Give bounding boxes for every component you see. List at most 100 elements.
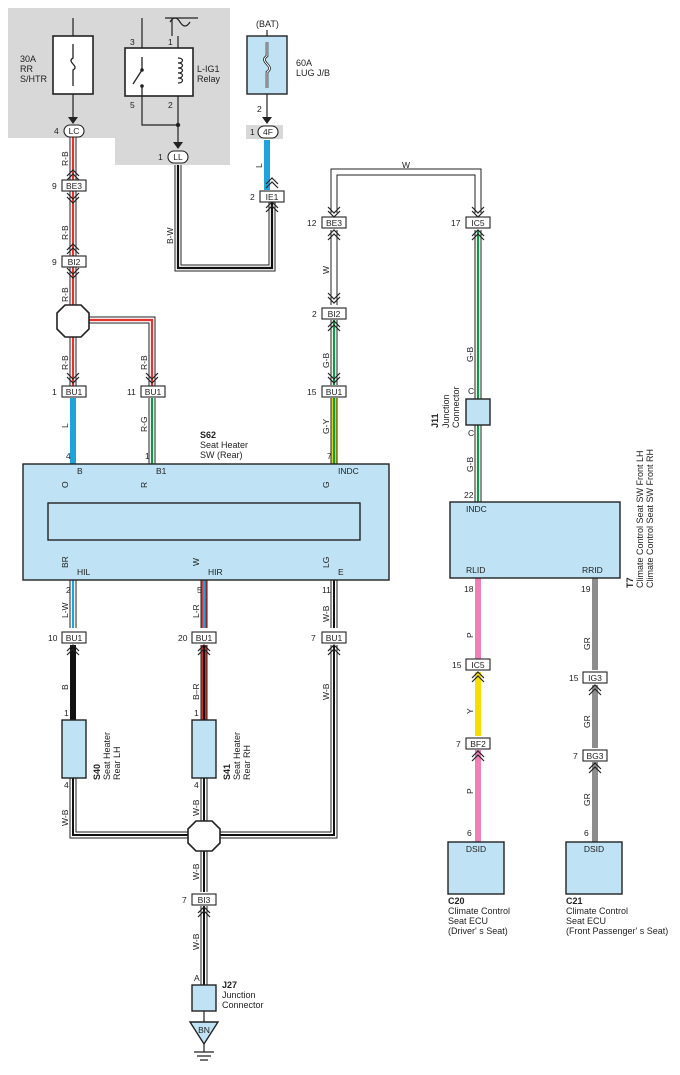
c20-climate-control-seat-ecu: DSID 6 C20 Climate Control Seat ECU (Dri…	[447, 828, 510, 936]
ie1-label: IE1	[266, 192, 279, 202]
j11-pin-c-bottom: C	[468, 428, 474, 438]
relay-coil-icon	[177, 57, 184, 84]
j11-name-2: Connector	[451, 386, 461, 428]
connector-ll	[167, 150, 189, 164]
wire-label-rb-3: R-B	[60, 287, 70, 302]
wire-label-rb-4: R-B	[60, 355, 70, 370]
bi2-mid-pin-2: 2	[312, 309, 317, 319]
wire-label-gr-1: GR	[582, 637, 592, 650]
t7-pin-rlid: RLID	[466, 565, 485, 575]
s40-code: S40	[92, 764, 102, 780]
bu1-7-label: BU1	[326, 633, 343, 643]
connector-ll-label: LL	[173, 152, 183, 162]
s41-code: S41	[222, 764, 232, 780]
wire-label-w-2: W	[321, 266, 331, 274]
wire-label-lg: LG	[321, 557, 331, 568]
c21-name-2: Seat ECU	[566, 916, 606, 926]
connector-4f	[257, 125, 279, 139]
ic5-lower-pin-15: 15	[452, 660, 462, 670]
c21-climate-control-seat-ecu: DSID 6 C21 Climate Control Seat ECU (Fro…	[565, 828, 668, 936]
tilde-icon	[169, 17, 191, 27]
s41-pin-1: 1	[194, 708, 199, 718]
wire-label-br-2: B–R	[191, 683, 201, 700]
s41-name-2: Rear RH	[242, 745, 252, 780]
connector-bg3: BG3 7	[573, 749, 608, 774]
bu1-pin-7: 7	[311, 633, 316, 643]
bg3-label: BG3	[586, 751, 603, 761]
s62-pin-e: E	[338, 567, 344, 577]
connectors: LC 4 LL 1 4F 1 BE3 9 IE1 2 BI2 9	[48, 124, 608, 918]
s40-name-1: Seat Heater	[102, 732, 112, 780]
t7-name-2: Climate Control Seat SW Front RH	[645, 449, 655, 588]
j11-junction-connector: C C J11 Junction Connector	[430, 386, 491, 438]
s62-num-7: 7	[327, 451, 332, 461]
c21-num-6: 6	[584, 828, 589, 838]
connector-ig3: IG3 15	[569, 671, 608, 696]
t7-pin-indc: INDC	[466, 504, 487, 514]
c21-name-3: (Front Passenger' s Seat)	[566, 926, 668, 936]
bu1-pin-20: 20	[178, 633, 188, 643]
wire-label-lw: L-W	[60, 602, 70, 618]
rr-s-htr-fuse: 30A RR S/HTR	[20, 18, 94, 124]
wire-label-gy: G-Y	[321, 419, 331, 434]
lug-fuse: (BAT) 60A LUG J/B 2	[246, 19, 330, 124]
j11-code: J11	[430, 413, 440, 428]
bu1-pin-10: 10	[48, 633, 58, 643]
c21-pin-dsid: DSID	[584, 844, 604, 854]
relay-name-1: L-IG1	[197, 64, 220, 74]
wire-label-gb-1: G-B	[321, 353, 331, 368]
ig3-pin-15: 15	[569, 673, 579, 683]
relay-pin-5: 5	[130, 100, 135, 110]
bu1-pin-11: 11	[127, 387, 136, 397]
s62-num-11: 11	[322, 585, 331, 595]
s41-pin-4: 4	[194, 780, 199, 790]
wire-label-rb-1: R-B	[60, 151, 70, 166]
bi2-mid-label: BI2	[328, 309, 341, 319]
t7-code: T7	[625, 577, 635, 588]
j27-code: J27	[222, 980, 237, 990]
c21-code: C21	[566, 896, 583, 906]
wire-label-w-1: W	[402, 160, 410, 170]
j27-name-2: Connector	[222, 1000, 264, 1010]
s62-pin-b1: B1	[156, 466, 167, 476]
j27-junction-connector: A J27 Junction Connector	[191, 973, 264, 1022]
s62-name-1: Seat Heater	[200, 440, 248, 450]
bf2-pin-7: 7	[456, 739, 461, 749]
fuse-name-2: S/HTR	[20, 74, 48, 84]
s62-pin-hir: HIR	[208, 567, 223, 577]
relay-name-2: Relay	[197, 74, 221, 84]
wire-label-rb-5: R-B	[139, 355, 149, 370]
bn-label: BN	[198, 1025, 210, 1035]
wire-label-o: O	[60, 481, 70, 488]
bu1-15-label: BU1	[326, 387, 343, 397]
s62-code: S62	[200, 430, 216, 440]
wire-label-b: B	[60, 684, 70, 690]
s40-pin-4: 4	[64, 780, 69, 790]
s62-num-1: 1	[145, 451, 150, 461]
c20-pin-dsid: DSID	[466, 844, 486, 854]
wire-label-l-1: L	[60, 423, 70, 428]
s41-name-1: Seat Heater	[232, 732, 242, 780]
ic5-lower-label: IC5	[471, 660, 485, 670]
relay-pin-3: 3	[130, 37, 135, 47]
bu1-pin-1: 1	[52, 387, 57, 397]
connector-ic5-lower: IC5 15	[452, 658, 491, 683]
wire-label-br: BR	[60, 556, 70, 568]
4f-pin-1: 1	[250, 127, 255, 137]
ig3-label: IG3	[588, 673, 602, 683]
bu1-1-label: BU1	[66, 387, 83, 397]
wire-label-lr: L-R	[191, 604, 201, 618]
connector-bu1-15: BU1 15	[307, 372, 347, 398]
be3-mid-pin-12: 12	[307, 218, 317, 228]
bi3-label: BI3	[198, 895, 211, 905]
s40-name-2: Rear LH	[112, 746, 122, 780]
connector-bu1-7: BU1 7	[311, 631, 347, 656]
c20-name-2: Seat ECU	[448, 916, 488, 926]
wire-label-gr-3: GR	[582, 793, 592, 806]
connector-bi2-left: BI2 9	[52, 243, 87, 279]
c20-code: C20	[448, 896, 465, 906]
c20-num-6: 6	[467, 828, 472, 838]
wire-label-rb-2: R-B	[60, 225, 70, 240]
wire-label-wb-2: W-B	[321, 683, 331, 700]
lc-pin-4: 4	[54, 126, 59, 136]
